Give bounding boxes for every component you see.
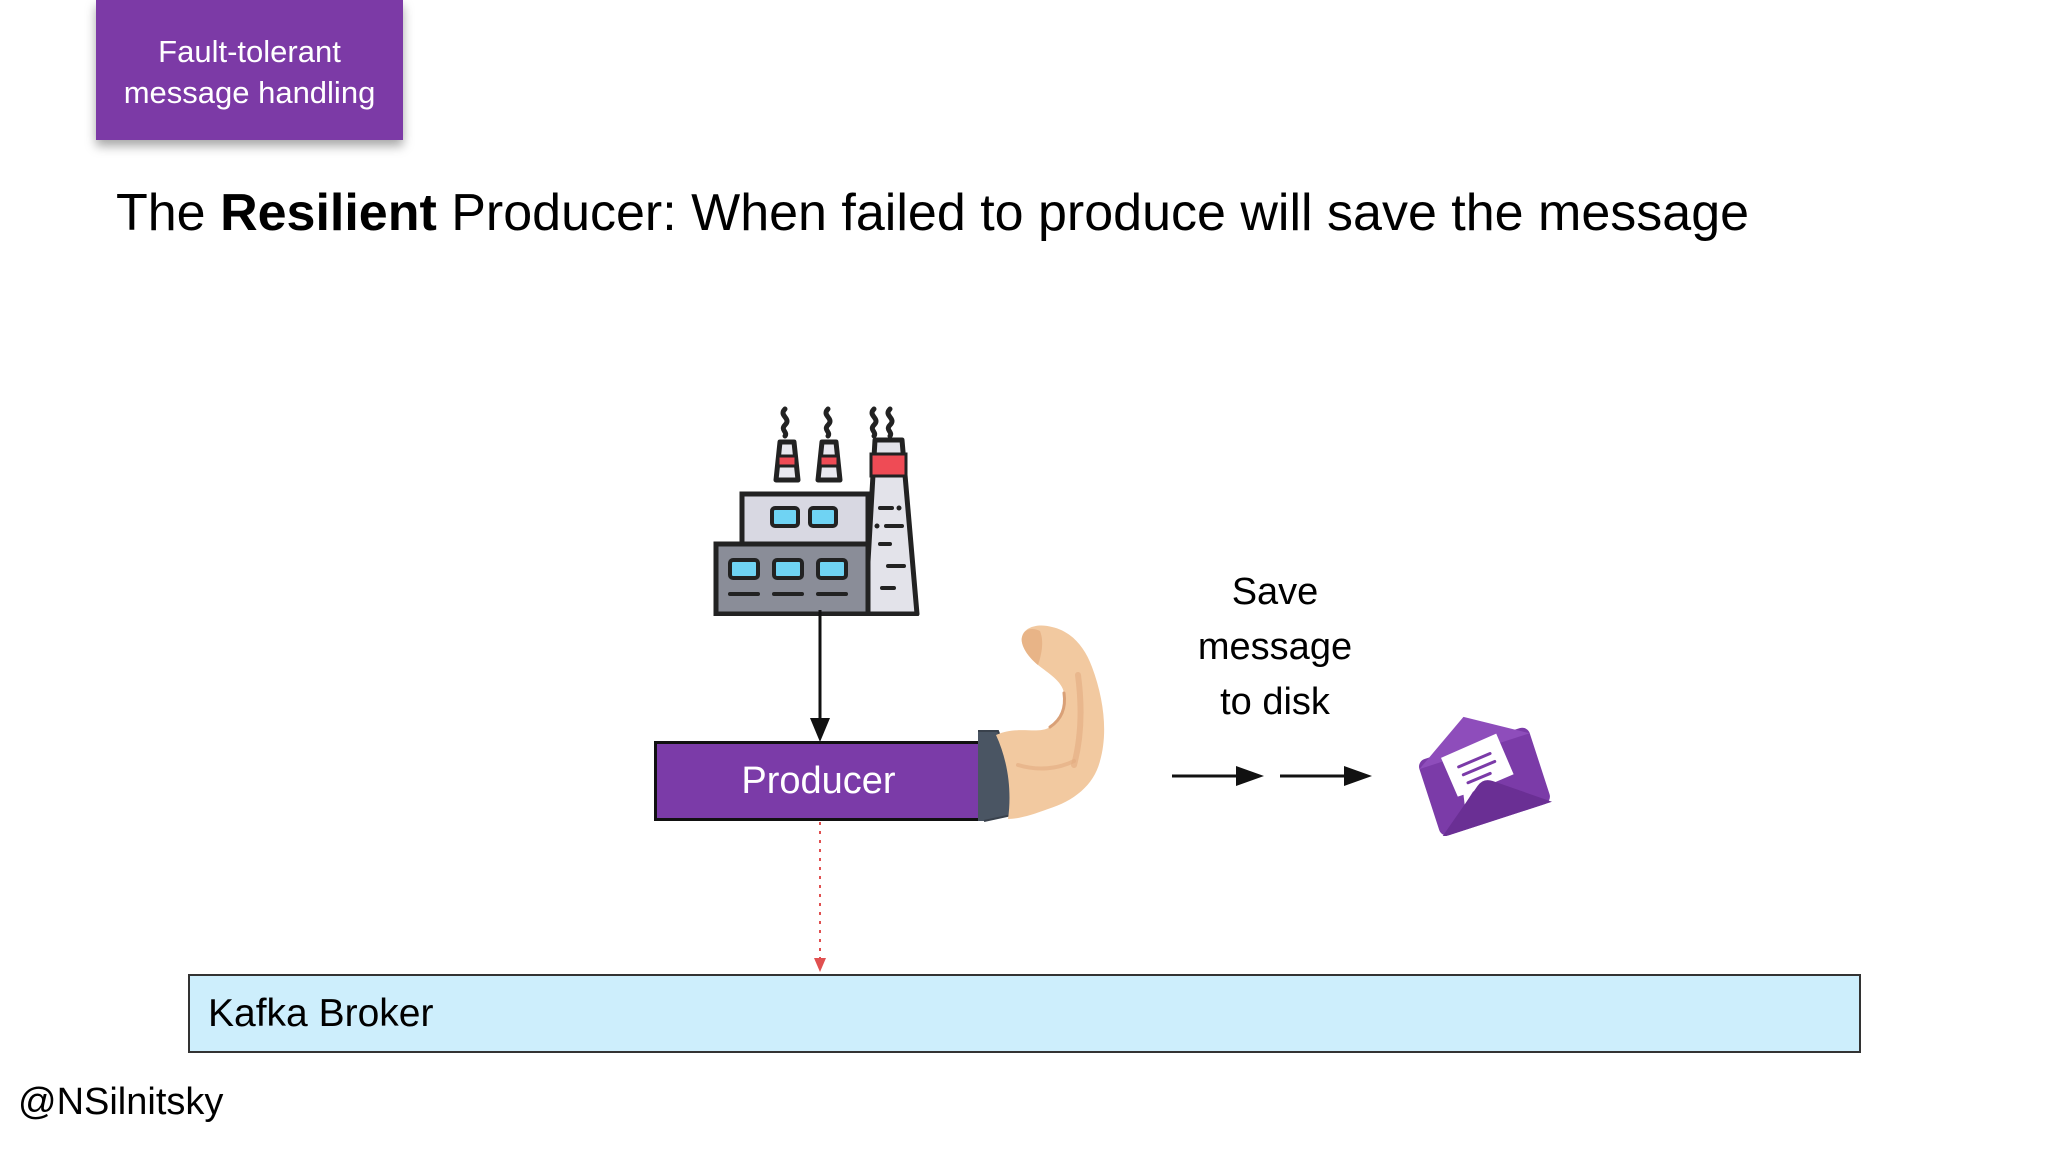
topic-tag-line-2: message handling <box>123 75 376 110</box>
save-text-line-3: to disk <box>1220 681 1330 723</box>
slide-title: The Resilient Producer: When failed to p… <box>116 180 1749 246</box>
topic-tag-line-1: Fault-tolerant <box>158 34 341 69</box>
kafka-broker-label: Kafka Broker <box>208 991 434 1035</box>
producer-label: Producer <box>741 759 896 802</box>
failed-produce-path <box>814 822 826 972</box>
factory-icon <box>713 406 920 616</box>
factory-to-producer-arrow <box>810 610 830 742</box>
save-text-line-2: message <box>1197 626 1353 668</box>
kafka-broker-box: Kafka Broker <box>188 974 1861 1053</box>
save-arrow-2 <box>1280 766 1372 786</box>
save-text-line-1: Save <box>1231 571 1319 613</box>
producer-box: Producer <box>654 741 983 821</box>
title-rest: Producer: When failed to produce will sa… <box>451 184 1750 242</box>
title-bold-word: Resilient <box>220 184 437 242</box>
title-prefix: The <box>116 184 206 242</box>
flexed-arm-icon <box>978 625 1105 822</box>
author-handle: @NSilnitsky <box>18 1081 224 1123</box>
save-to-disk-label: Save message to disk <box>1175 565 1375 730</box>
topic-tag: Fault-tolerant message handling <box>96 0 403 140</box>
save-arrow-1 <box>1172 766 1264 786</box>
envelope-icon <box>1419 716 1552 836</box>
